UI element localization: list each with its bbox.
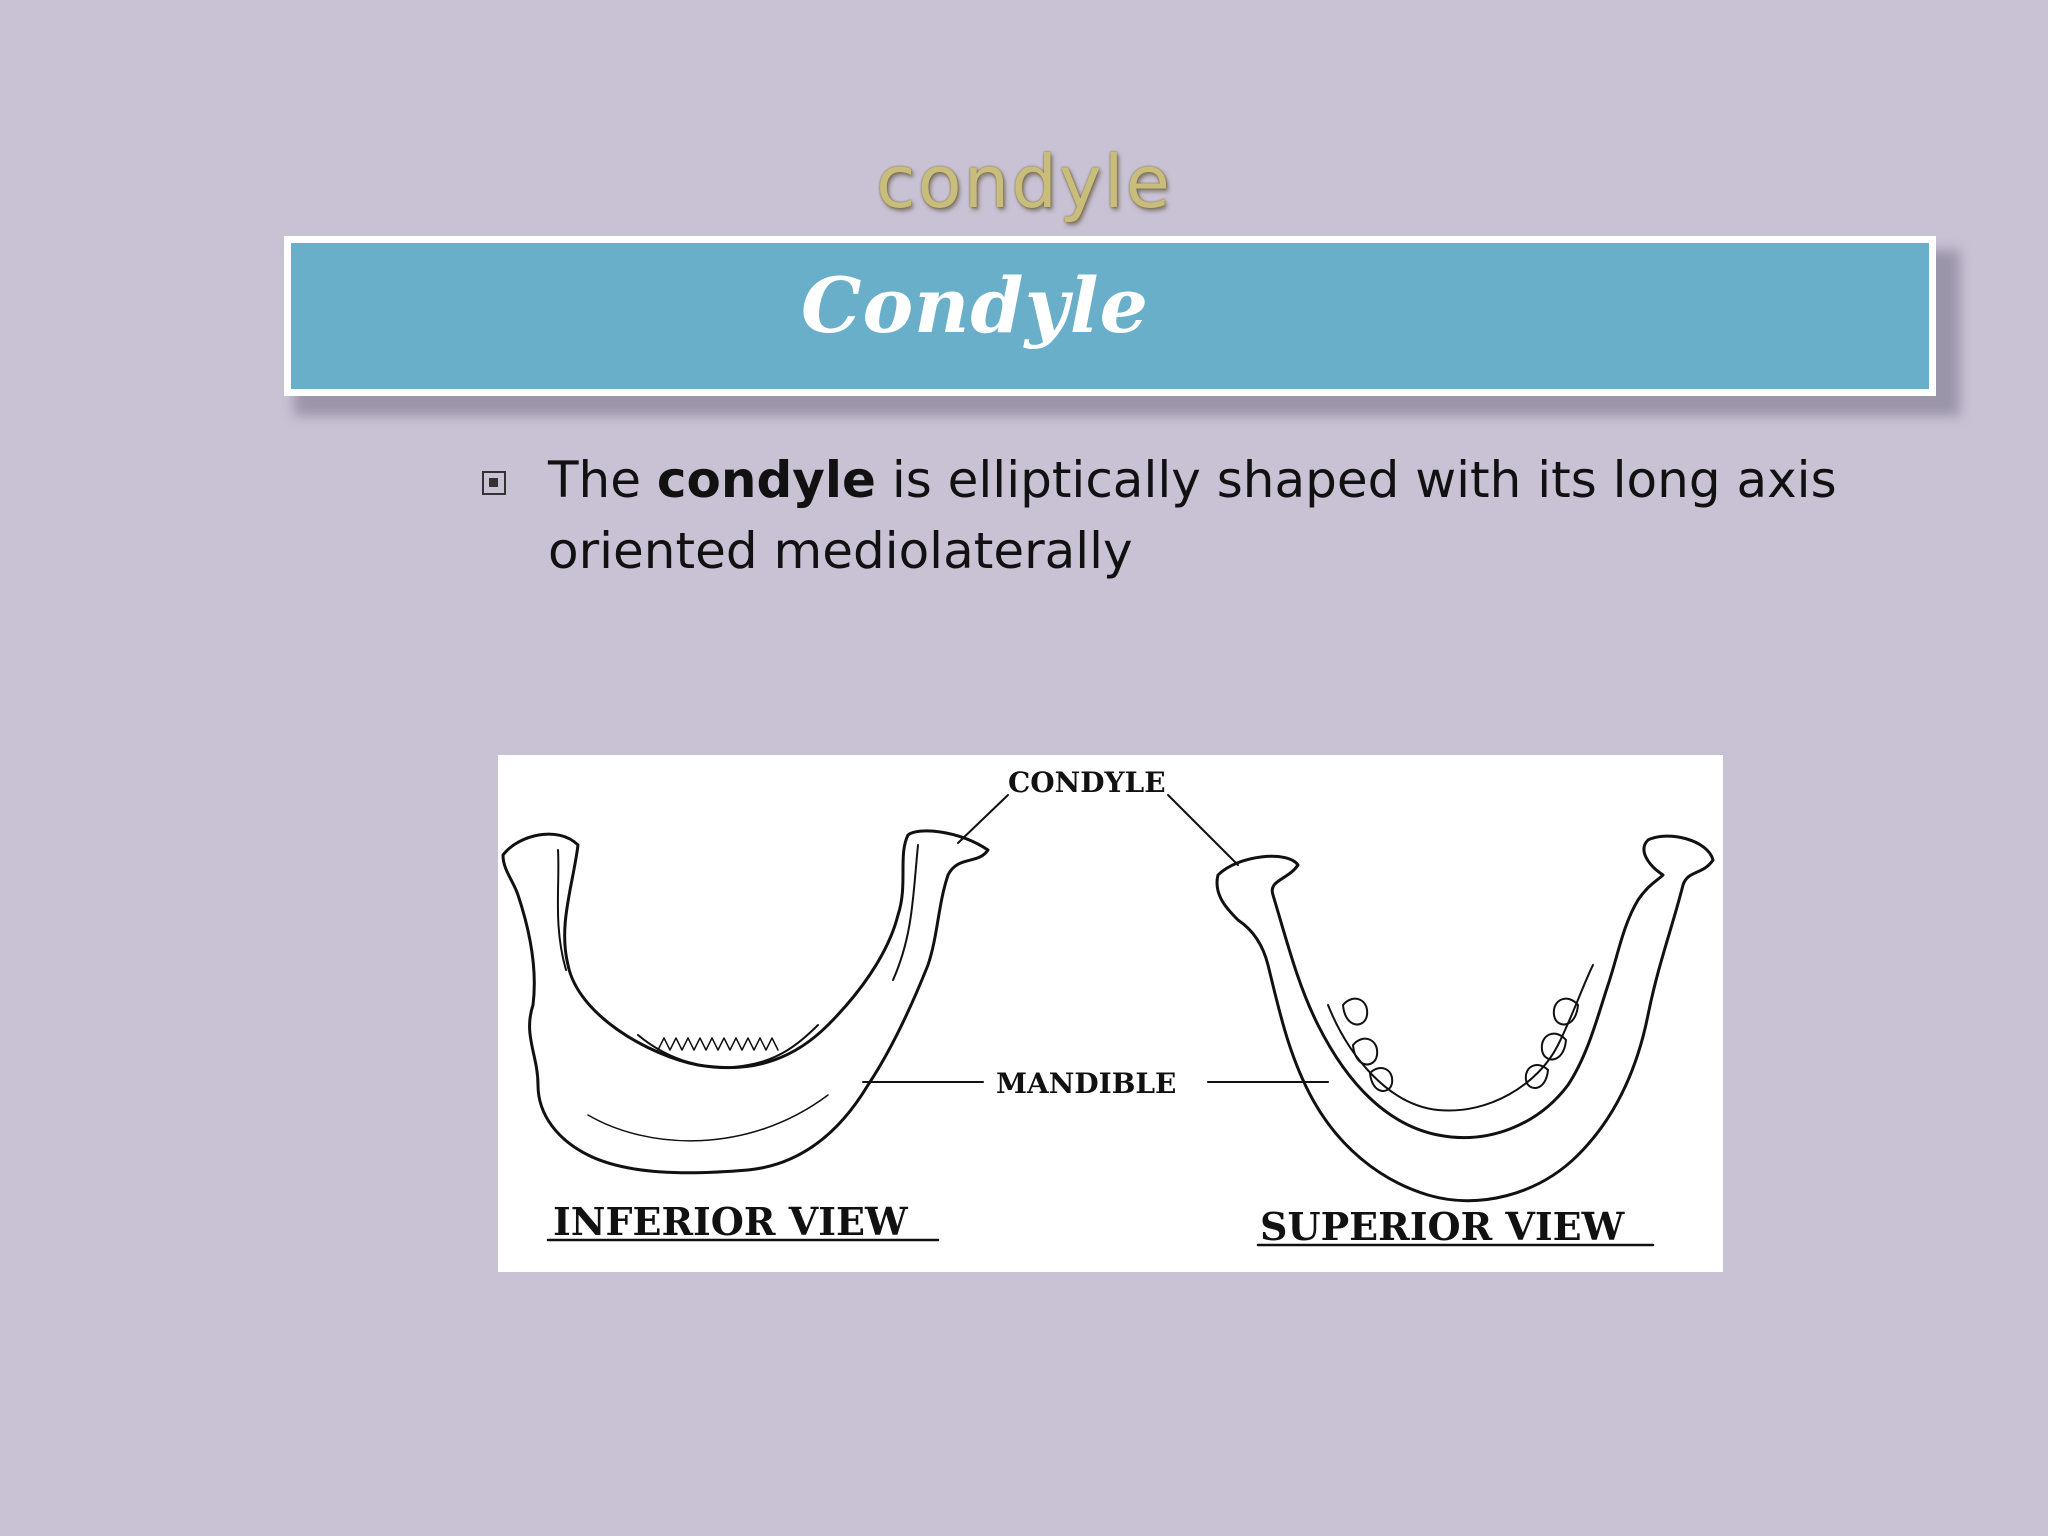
superior-mandible-outline (1215, 834, 1715, 1203)
square-bullet-icon (482, 471, 506, 495)
condyle-label: CONDYLE (1008, 766, 1166, 799)
inferior-teeth-detail (657, 1037, 779, 1051)
condyle-leader-right (1167, 794, 1239, 866)
bullet-prefix: The (548, 451, 657, 509)
mandible-illustration: CONDYLE MANDIBLE INFERIOR VIEW SUPERIOR … (501, 766, 1715, 1249)
inferior-base-curve (587, 1094, 829, 1142)
mandible-label: MANDIBLE (996, 1067, 1176, 1100)
inferior-teeth-row (637, 1024, 819, 1069)
title-banner: Condyle (284, 236, 1936, 396)
bullet-suffix: is elliptically shaped with its long axi… (548, 451, 1837, 580)
mandible-diagram: CONDYLE MANDIBLE INFERIOR VIEW SUPERIOR … (498, 755, 1723, 1272)
superior-inner-arch (1327, 964, 1594, 1112)
inferior-inner-ramus-right (892, 844, 919, 981)
inferior-view-label: INFERIOR VIEW (553, 1199, 909, 1244)
inferior-inner-ramus-left (556, 849, 567, 971)
bullet-bold-term: condyle (656, 451, 876, 509)
condyle-leader-left (957, 794, 1009, 844)
inferior-mandible-outline (501, 829, 990, 1175)
slide-title: condyle (876, 140, 1172, 224)
superior-view-label: SUPERIOR VIEW (1260, 1204, 1626, 1249)
banner-heading: Condyle (801, 261, 1149, 350)
superior-teeth (1342, 997, 1579, 1092)
bullet-text: The condyle is elliptically shaped with … (548, 445, 1848, 587)
